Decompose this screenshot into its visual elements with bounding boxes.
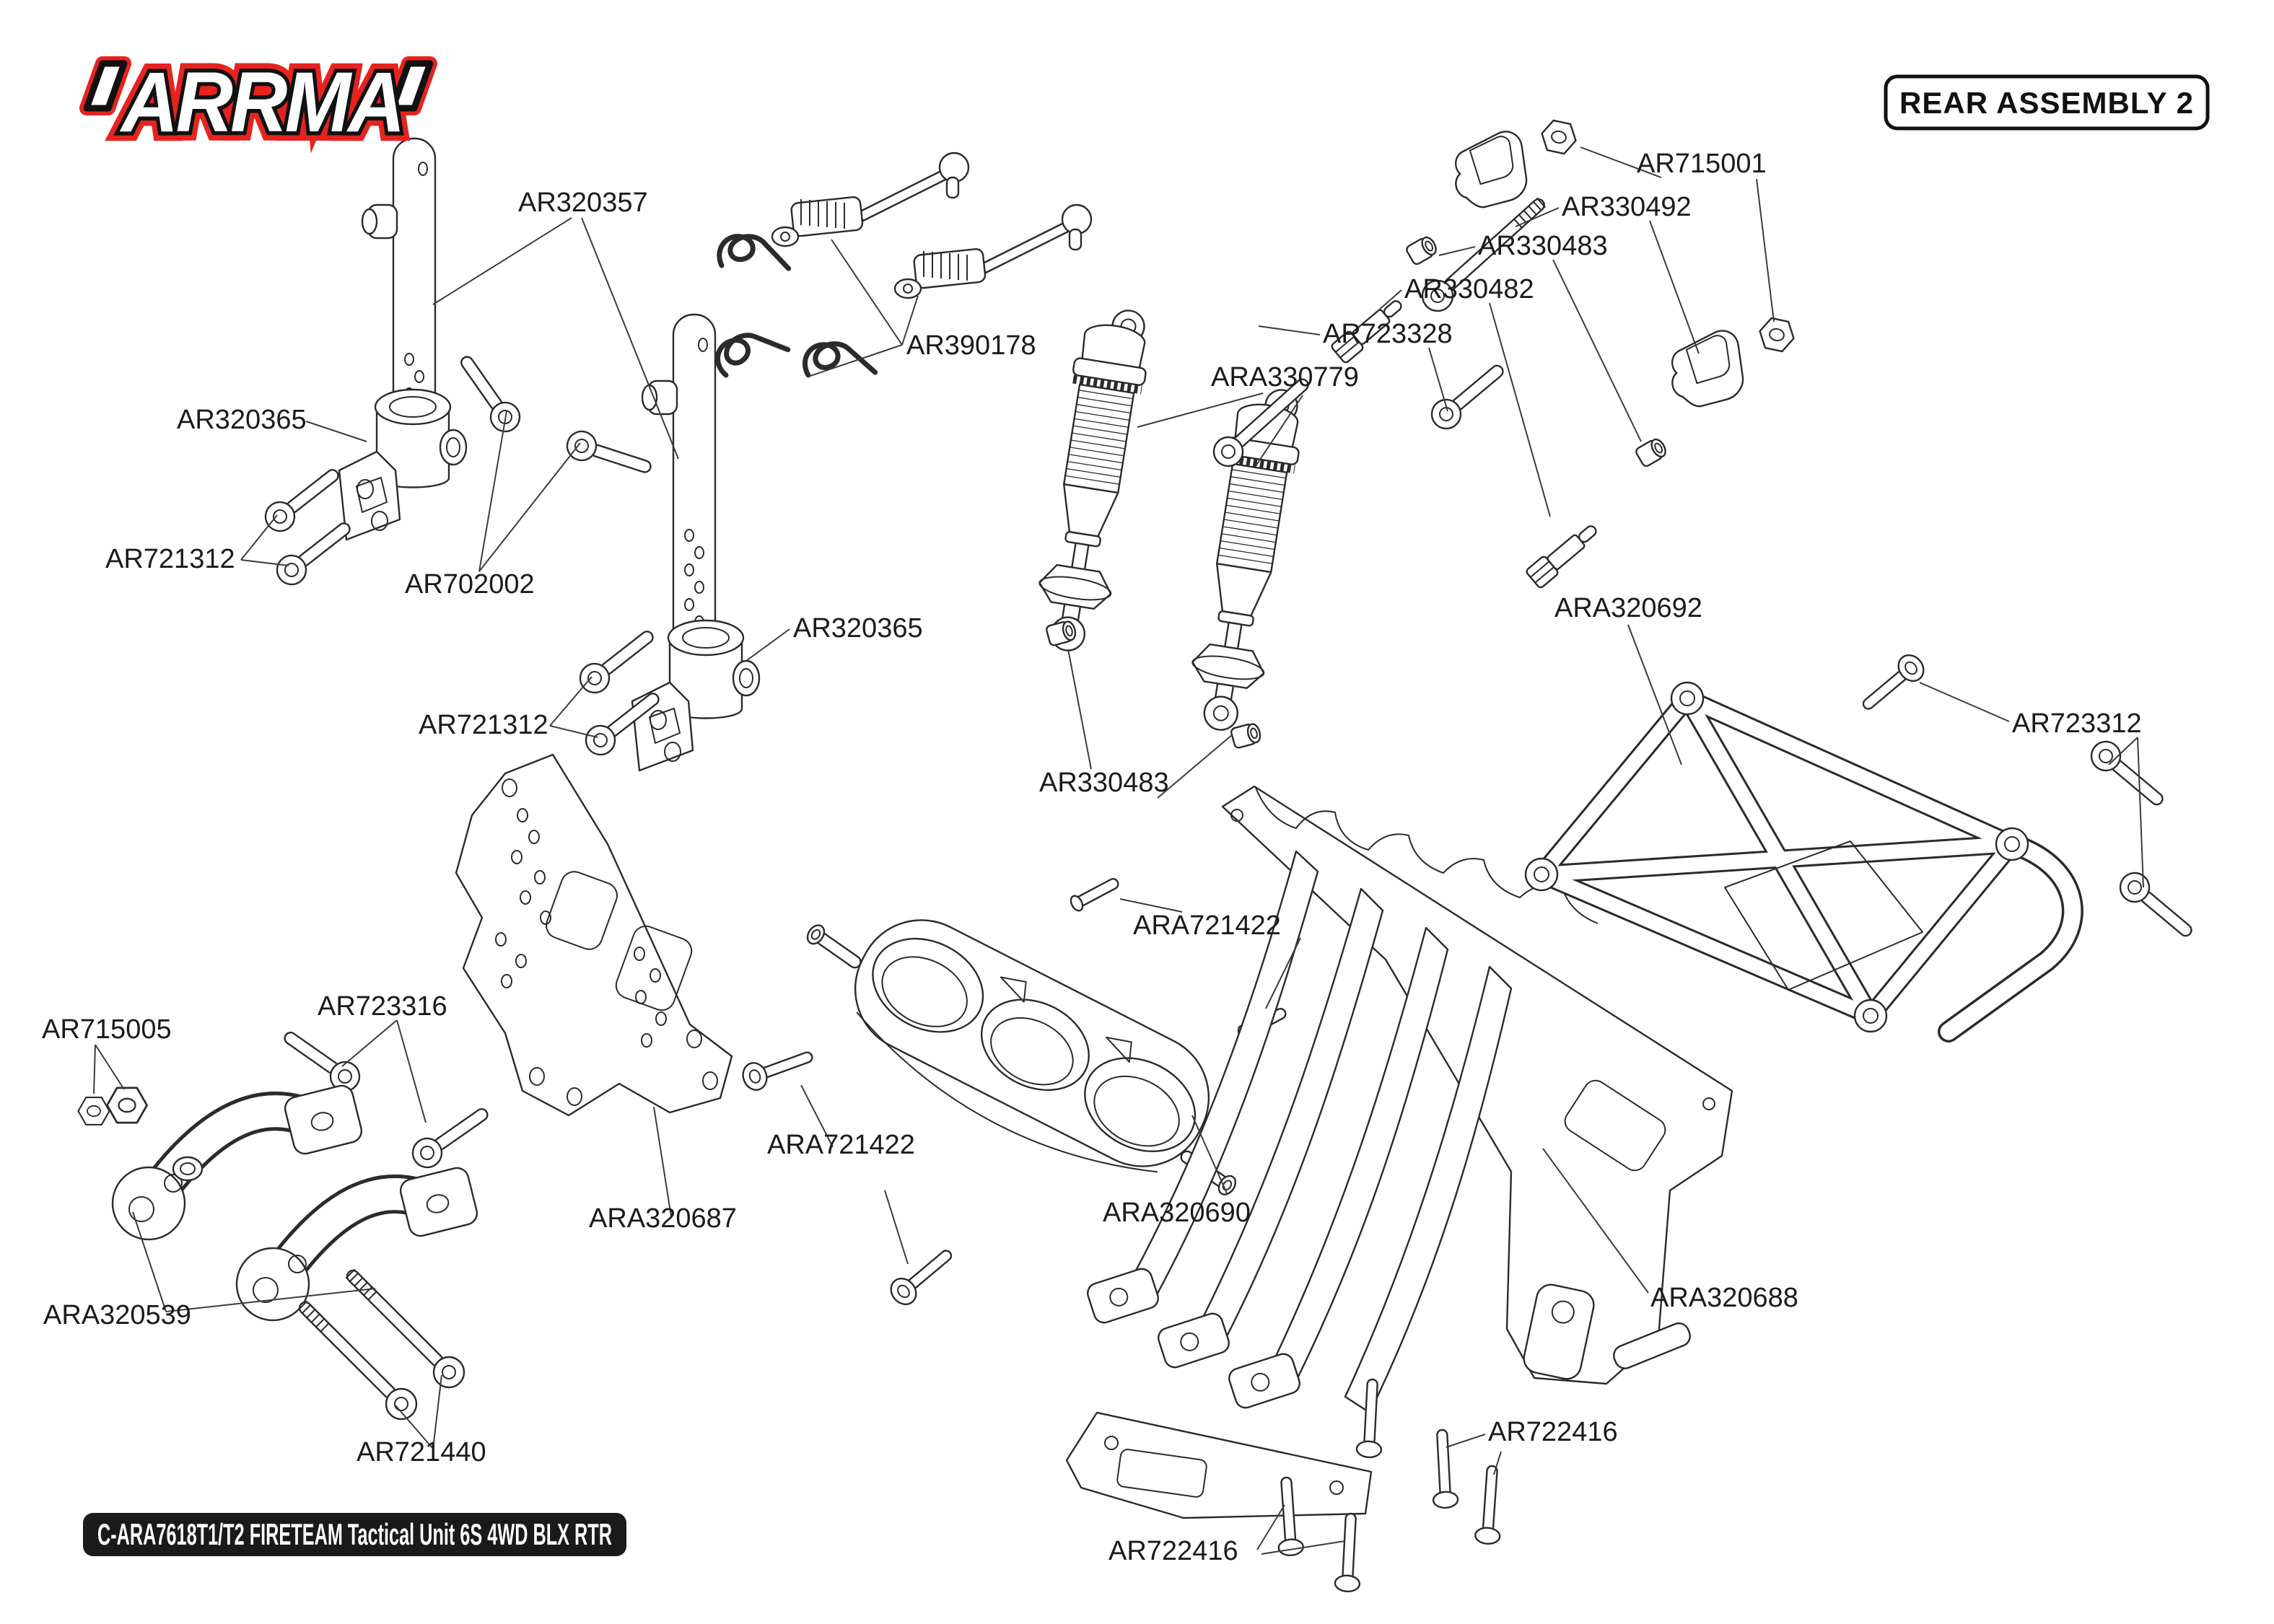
camber-link-left [771,152,970,247]
shock-clamp [1448,128,1531,212]
arrma-logo: ARRMA ARRMA [79,45,437,159]
shock-pin [1428,1428,1459,1509]
shock-pin [1474,1464,1506,1546]
flanged-nut [1755,315,1798,354]
part-label: ARA320692 [1554,593,1702,623]
shock-pin [1334,1511,1365,1593]
button-screw [885,1241,960,1311]
part-label: AR721440 [357,1437,486,1467]
part-label: AR723312 [2012,708,2142,739]
part-label: AR722416 [1488,1417,1618,1447]
part-label: AR320365 [793,613,923,644]
shock-clamp [1665,328,1747,411]
part-label: AR330483 [1039,768,1169,798]
part-label: AR715005 [42,1014,172,1045]
shock-tower-plate [455,753,733,1117]
shock-bushing [1404,233,1440,267]
part-label: ARA320690 [1103,1198,1251,1228]
part-label: AR721312 [419,710,548,740]
flanged-nut [1537,118,1580,157]
part-label: AR320357 [518,188,648,218]
cap-screw [1425,356,1512,436]
body-post-right [641,313,717,655]
button-screw [1855,649,1930,719]
body-clip [713,325,790,376]
leader-lines [93,146,2144,1555]
hub-carrier-left [338,388,468,541]
footer-plate: C-ARA7618T1/T2 FIRETEAM Tactical Unit 6S… [83,1513,626,1556]
part-label: ARA320687 [589,1203,737,1234]
part-label: ARA721422 [767,1130,915,1160]
hinge-pin [1067,874,1122,914]
svg-text:ARRMA: ARRMA [119,55,403,150]
part-label: AR320365 [177,405,307,435]
part-label: ARA330779 [1211,362,1359,392]
part-label: ARA320539 [43,1300,191,1330]
camber-link-right [893,203,1093,299]
part-label: AR721312 [105,544,235,574]
shock-absorber-left [1030,303,1155,656]
svg-text:ARRMA: ARRMA [119,55,403,150]
part-label: AR715001 [1637,149,1767,179]
part-label: AR723316 [318,991,447,1022]
button-screw [738,1042,818,1094]
page-title: REAR ASSEMBLY 2 [1899,86,2194,120]
model-code-label: C-ARA7618T1/T2 FIRETEAM Tactical Unit 6S… [97,1517,612,1551]
cap-screw [562,426,656,483]
cap-screw [2113,866,2200,946]
long-bolt [337,1260,471,1395]
title-box: REAR ASSEMBLY 2 [1884,74,2210,131]
part-label: AR390178 [906,330,1036,361]
part-label: AR330482 [1404,274,1534,304]
shock-bushing [1229,721,1264,750]
part-label: AR330492 [1562,192,1692,222]
long-bolt [289,1292,424,1426]
shock-bushing [1633,435,1670,469]
hex-nut [77,1097,110,1125]
cap-screw [276,1022,367,1098]
skid-guard-plate [1065,785,1733,1519]
hex-nut [106,1087,148,1124]
part-labels: AR320357 AR390178 AR715001 AR330492 AR33… [42,149,2142,1566]
part-label: AR723328 [1323,319,1453,349]
shoulder-screw [1524,518,1604,590]
cap-screw [573,621,662,700]
bellcrank-mount [806,919,1237,1195]
cap-screw [258,460,347,538]
part-label: AR722416 [1108,1536,1238,1566]
part-label: ARA320688 [1650,1283,1798,1313]
cap-screw [451,348,527,439]
wing-mount-frame [1524,681,2083,1043]
part-label: AR330483 [1478,231,1608,261]
part-label: AR702002 [405,569,535,600]
cap-screw [406,1099,496,1175]
steering-plate-left [111,1084,363,1241]
steering-plate-right [235,1167,478,1322]
part-label: ARA721422 [1133,910,1281,941]
